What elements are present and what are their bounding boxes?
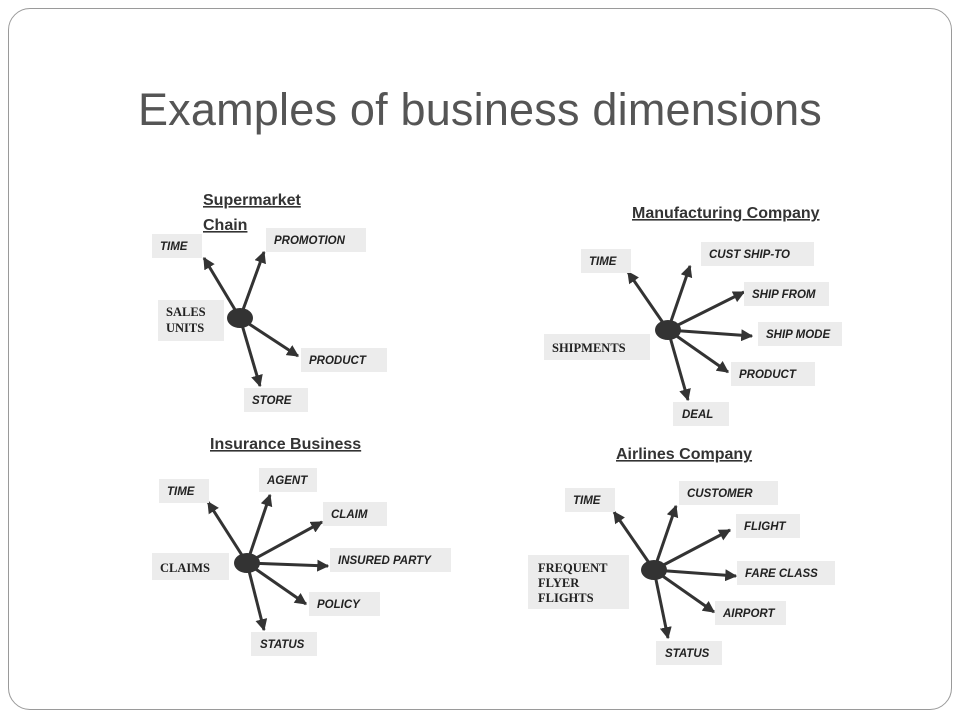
dimension-box: PRODUCT: [731, 362, 815, 386]
fact-node: [655, 320, 681, 340]
dimension-label: STATUS: [665, 648, 710, 660]
fact-label-line: FLIGHTS: [538, 591, 594, 605]
dimension-arrow: [666, 264, 693, 331]
fact-node: [227, 308, 253, 328]
dimension-box: INSURED PARTY: [330, 548, 451, 572]
fact-label-line: UNITS: [166, 321, 204, 335]
dimension-label: PRODUCT: [739, 369, 797, 381]
dimension-arrow: [653, 568, 738, 582]
dimension-box: TIME: [159, 479, 209, 503]
dimension-arrow: [653, 528, 732, 572]
diagram-title-line: Insurance Business: [210, 436, 361, 453]
dimension-label: CUSTOMER: [687, 488, 753, 500]
dimension-box: SHIP FROM: [744, 282, 829, 306]
star-schema-supermarket: Supermarket Chain SALES UNITS TIME PROMO…: [152, 192, 387, 412]
dimension-label: TIME: [167, 486, 195, 498]
dimension-box: PROMOTION: [266, 228, 366, 252]
dimension-arrow: [667, 328, 729, 374]
fact-node: [234, 553, 260, 573]
dimension-arrow: [246, 520, 324, 565]
dimension-label: STATUS: [260, 639, 305, 651]
dimension-label: FLIGHT: [744, 521, 786, 533]
dimension-box: FLIGHT: [736, 514, 800, 538]
diagram-title-line: Supermarket: [203, 192, 301, 209]
dimension-box: STATUS: [656, 641, 722, 665]
diagram-title-line: Manufacturing Company: [632, 205, 820, 222]
fact-table-box: CLAIMS: [152, 553, 229, 580]
fact-label-line: CLAIMS: [160, 561, 210, 575]
dimension-arrow: [667, 328, 754, 342]
fact-label-line: SALES: [166, 305, 206, 319]
dimension-arrow: [246, 559, 330, 572]
fact-label-line: SHIPMENTS: [552, 341, 626, 355]
slide-title: Examples of business dimensions: [137, 84, 823, 135]
diagram-title-line: Chain: [203, 217, 247, 234]
dimension-arrow: [238, 317, 263, 388]
dimension-label: AGENT: [266, 475, 308, 487]
dimension-label: TIME: [573, 495, 601, 507]
dimension-arrow: [245, 493, 273, 564]
dimension-label: FARE CLASS: [745, 568, 818, 580]
diagram-title-line: Airlines Company: [616, 446, 752, 463]
dimension-label: TIME: [160, 241, 188, 253]
dimension-arrow: [238, 250, 266, 319]
dimension-box: CUST SHIP-TO: [701, 242, 814, 266]
dimension-box: AIRPORT: [715, 601, 786, 625]
dimension-box: STATUS: [251, 632, 317, 656]
dimension-label: TIME: [589, 256, 617, 268]
dimension-label: SHIP MODE: [766, 329, 830, 341]
dimension-box: CLAIM: [323, 502, 387, 526]
dimension-box: TIME: [581, 249, 631, 273]
dimension-arrow: [202, 256, 242, 319]
slide-frame: [8, 8, 952, 710]
dimension-arrow: [245, 562, 268, 632]
dimension-box: SHIP MODE: [758, 322, 842, 346]
dimension-arrow: [666, 329, 691, 402]
fact-table-box: FREQUENT FLYER FLIGHTS: [528, 555, 629, 609]
dimension-arrow: [246, 561, 307, 606]
dimension-label: STORE: [252, 395, 292, 407]
fact-table-box: SHIPMENTS: [544, 334, 650, 360]
dimension-box: TIME: [152, 234, 202, 258]
dimension-label: PRODUCT: [309, 355, 367, 367]
dimension-box: POLICY: [309, 592, 380, 616]
star-schema-insurance: Insurance Business CLAIMS TIME AGENT CLA…: [152, 436, 451, 656]
dimension-box: DEAL: [673, 402, 729, 426]
dimension-label: PROMOTION: [274, 235, 346, 247]
star-schema-airlines: Airlines Company FREQUENT FLYER FLIGHTS …: [528, 446, 835, 665]
dimension-arrow: [206, 500, 249, 564]
dimension-label: SHIP FROM: [752, 289, 816, 301]
fact-table-box: SALES UNITS: [158, 300, 224, 341]
dimension-label: DEAL: [682, 409, 713, 421]
dimension-label: AIRPORT: [722, 608, 776, 620]
fact-label-line: FLYER: [538, 576, 580, 590]
dimension-box: FARE CLASS: [737, 561, 835, 585]
dimension-box: AGENT: [259, 468, 317, 492]
dimension-box: STORE: [244, 388, 308, 412]
dimension-box: TIME: [565, 488, 615, 512]
dimension-label: CLAIM: [331, 509, 368, 521]
star-schema-manufacturing: Manufacturing Company SHIPMENTS TIME CUS…: [544, 205, 842, 426]
dimension-box: PRODUCT: [301, 348, 387, 372]
dimension-arrow: [612, 511, 656, 571]
fact-node: [641, 560, 667, 580]
fact-label-line: FREQUENT: [538, 561, 608, 575]
dimension-label: POLICY: [317, 599, 361, 611]
dimension-arrow: [652, 569, 672, 640]
dimension-label: INSURED PARTY: [338, 555, 432, 567]
dimension-label: CUST SHIP-TO: [709, 249, 790, 261]
dimension-arrow: [667, 290, 746, 332]
dimension-box: CUSTOMER: [679, 481, 778, 505]
dimension-arrow: [653, 568, 715, 614]
dimension-arrow: [652, 504, 679, 571]
dimension-arrow: [626, 271, 670, 331]
